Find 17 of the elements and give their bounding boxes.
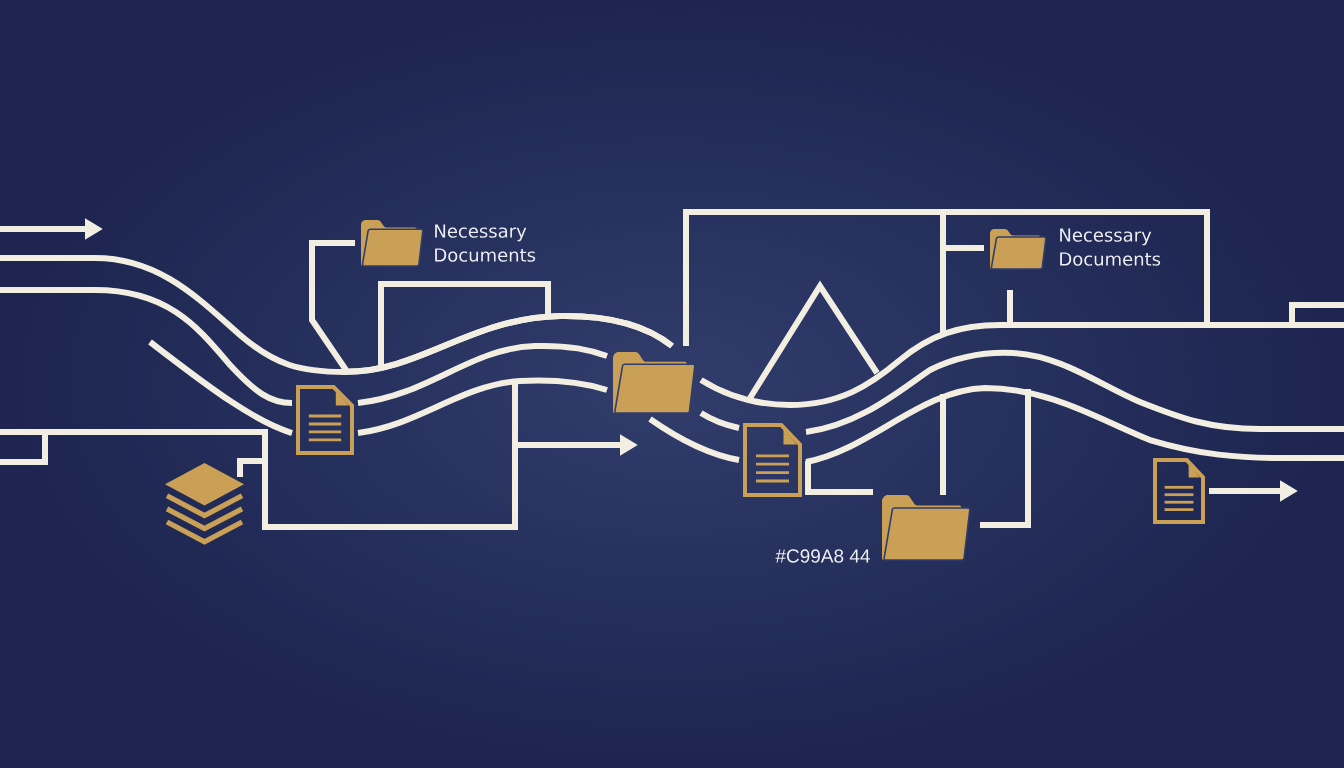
wavy-line xyxy=(357,342,608,406)
wavy-line xyxy=(699,410,740,431)
wavy-line xyxy=(805,349,1344,435)
wavy-line xyxy=(357,377,608,436)
folder-icon xyxy=(990,229,1047,270)
document-icon xyxy=(1153,458,1205,524)
wavy-line xyxy=(699,322,1344,408)
code-text: #C99A8 44 xyxy=(775,549,870,563)
caption-text: Necessary Documents xyxy=(435,224,536,262)
wavy-line xyxy=(648,416,740,463)
document-icon xyxy=(296,385,354,455)
wavy-line xyxy=(309,240,674,375)
wavy-line xyxy=(148,339,293,436)
document-icon xyxy=(743,423,802,497)
caption-text: Necessary Documents xyxy=(1060,228,1161,266)
wavy-line xyxy=(0,287,293,406)
wavy-line xyxy=(805,385,1344,465)
